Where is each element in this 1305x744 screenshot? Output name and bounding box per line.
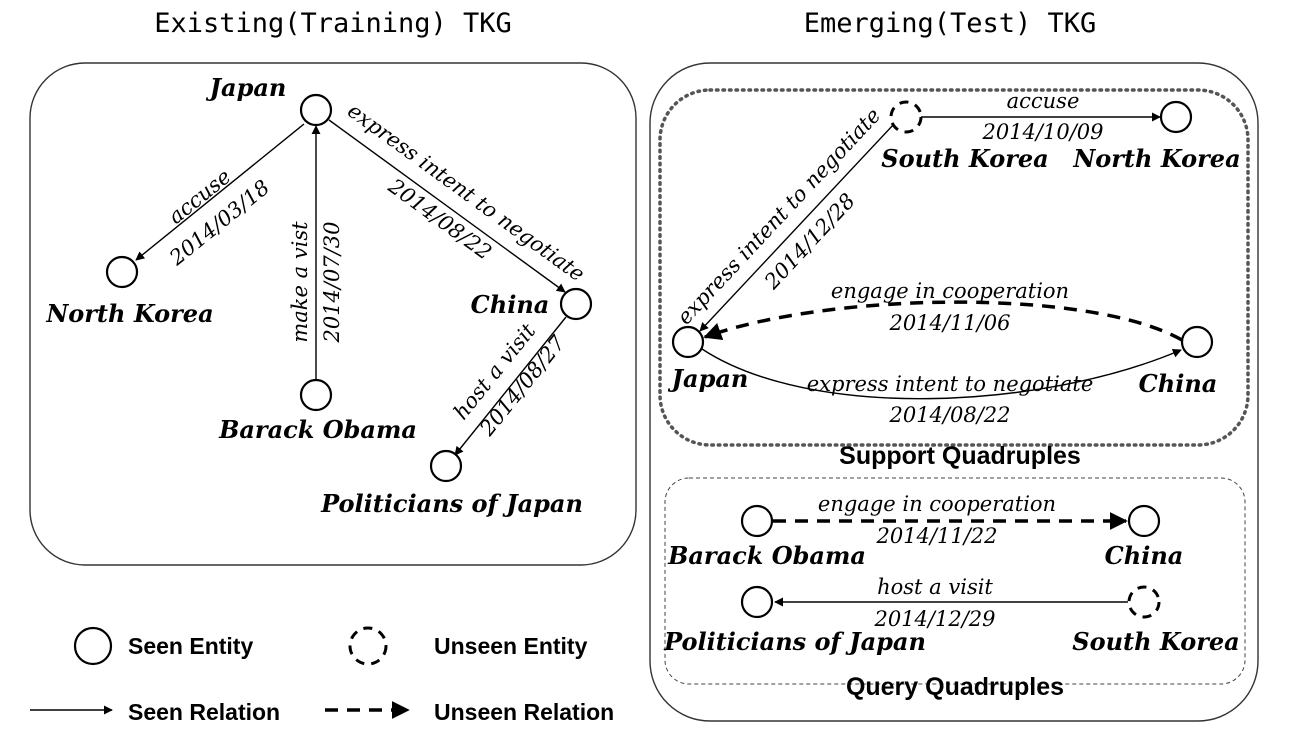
node-china-support <box>1180 325 1214 359</box>
edge-japan-negotiate-china-support <box>701 348 1182 400</box>
entity-label-china-query: China <box>1105 541 1184 570</box>
edge-japan-negotiate-china <box>328 119 566 293</box>
entity-label-north-korea-support: North Korea <box>1072 144 1240 173</box>
date-existing-make-visit: 2014/07/30 <box>320 221 344 343</box>
emerging-tkg-title: Emerging(Test) TKG <box>804 8 1097 39</box>
label-support-cooperation: engage in cooperation <box>831 279 1069 303</box>
entity-label-china-support: China <box>1139 369 1218 398</box>
node-north-korea <box>105 255 139 289</box>
date-support-negotiate-jc: 2014/08/22 <box>888 403 1010 427</box>
node-south-korea-unseen <box>889 100 923 134</box>
label-existing-make-visit: make a vist <box>288 221 312 343</box>
node-barack-obama <box>299 378 333 412</box>
edge-china-host-politicians <box>454 316 567 456</box>
node-japan <box>299 93 333 127</box>
entity-label-barack-obama: Barack Obama <box>218 415 417 444</box>
node-barack-obama-query <box>740 504 774 538</box>
entity-label-south-korea-support: South Korea <box>881 144 1048 173</box>
entity-label-china: China <box>471 290 550 319</box>
entity-label-politicians-of-japan-query: Politicians of Japan <box>663 627 926 656</box>
label-query-host-visit: host a visit <box>877 575 993 599</box>
entity-label-politicians-of-japan: Politicians of Japan <box>320 489 583 518</box>
date-query-cooperation: 2014/11/22 <box>875 524 997 548</box>
entity-label-south-korea-query: South Korea <box>1072 627 1239 656</box>
support-quadruples-title: Support Quadruples <box>839 442 1081 470</box>
query-quadruples-title: Query Quadruples <box>846 673 1064 701</box>
emerging-tkg-panel <box>649 62 1259 722</box>
date-support-cooperation: 2014/11/06 <box>888 311 1010 335</box>
support-quadruples-box <box>658 88 1250 447</box>
node-japan-support <box>671 325 705 359</box>
label-query-cooperation: engage in cooperation <box>818 492 1056 516</box>
entity-label-japan: Japan <box>206 73 287 102</box>
legend-seen-relation-label: Seen Relation <box>128 699 280 725</box>
node-south-korea-query-unseen <box>1127 585 1161 619</box>
legend-unseen-entity-icon <box>348 626 388 666</box>
existing-tkg-title: Existing(Training) TKG <box>154 8 512 39</box>
node-politicians-of-japan <box>429 449 463 483</box>
date-support-accuse: 2014/10/09 <box>981 120 1103 144</box>
edge-south-korea-negotiate-japan <box>699 123 895 332</box>
date-query-host-visit: 2014/12/29 <box>873 607 995 631</box>
entity-label-barack-obama-query: Barack Obama <box>667 541 866 570</box>
label-existing-negotiate: express intent to negotiate <box>343 98 589 286</box>
existing-tkg-panel <box>29 62 637 566</box>
node-china-query <box>1127 504 1161 538</box>
query-quadruples-box <box>664 477 1246 685</box>
node-china <box>559 287 593 321</box>
edge-japan-accuse-north-korea <box>135 123 305 261</box>
label-support-negotiate-jc: express intent to negotiate <box>807 372 1094 396</box>
node-politicians-of-japan-query <box>740 585 774 619</box>
entity-label-north-korea: North Korea <box>45 299 213 328</box>
legend-unseen-entity-label: Unseen Entity <box>434 633 588 659</box>
edge-china-cooperation-japan <box>703 300 1183 342</box>
entity-label-japan-support: Japan <box>668 364 749 393</box>
node-north-korea-support <box>1159 100 1193 134</box>
legend-unseen-relation-label: Unseen Relation <box>434 699 614 725</box>
legend-seen-entity-icon <box>73 626 113 666</box>
legend-seen-entity-label: Seen Entity <box>128 633 253 659</box>
label-support-accuse: accuse <box>1007 89 1080 113</box>
